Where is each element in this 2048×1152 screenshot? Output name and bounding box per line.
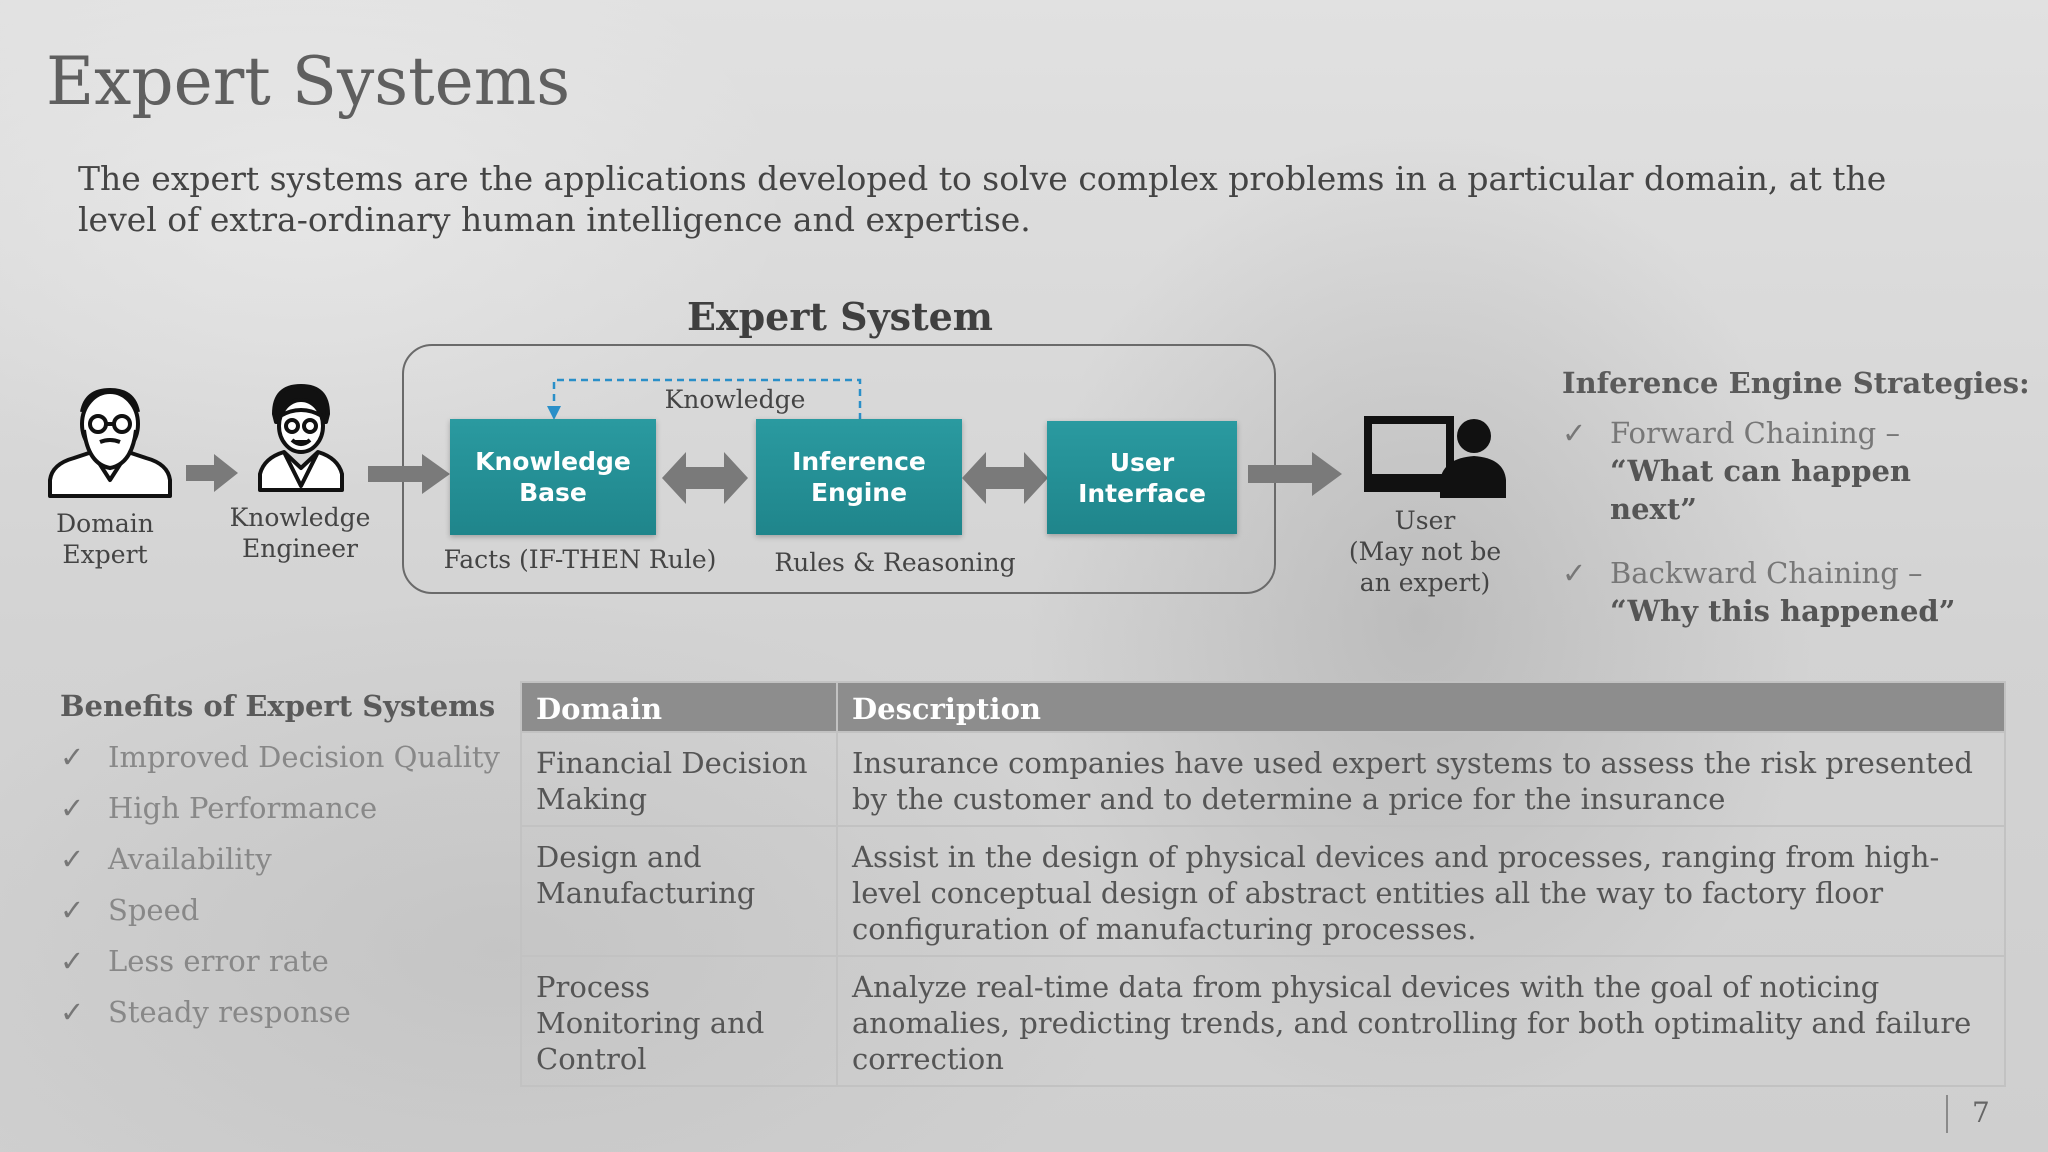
domain-cell: Design and Manufacturing <box>520 825 838 957</box>
description-cell: Insurance companies have used expert sys… <box>836 731 2006 827</box>
knowledge-base-label: Knowledge Base <box>475 447 631 507</box>
slide-title: Expert Systems <box>46 43 571 120</box>
knowledge-feedback-path <box>547 378 862 420</box>
strategies-list: ✓ Forward Chaining – “What can happen ne… <box>1562 414 2002 656</box>
description-cell: Analyze real-time data from physical dev… <box>836 955 2006 1087</box>
benefit-item: ✓ Improved Decision Quality <box>60 738 500 789</box>
benefit-text: Steady response <box>108 995 351 1029</box>
benefit-text: Less error rate <box>108 944 329 978</box>
strategy-name: Backward Chaining – <box>1610 556 1923 590</box>
table-row: Process Monitoring and Control Analyze r… <box>520 955 2006 1087</box>
strategy-quote: “What can happen next” <box>1610 454 1912 526</box>
inference-engine-box: Inference Engine <box>756 419 962 535</box>
user-label: User (May not be an expert) <box>1348 506 1502 597</box>
facts-caption: Facts (IF-THEN Rule) <box>443 545 717 574</box>
arrow-right-icon <box>186 454 238 492</box>
arrow-right-icon <box>1248 452 1342 496</box>
knowledge-engineer-label: Knowledge Engineer <box>229 503 371 563</box>
strategy-name: Forward Chaining – <box>1610 416 1900 450</box>
table-row: Design and Manufacturing Assist in the d… <box>520 825 2006 957</box>
benefit-item: ✓ High Performance <box>60 789 500 840</box>
check-icon: ✓ <box>60 995 85 1029</box>
applications-table: Domain Description Financial Decision Ma… <box>520 681 2006 1087</box>
domain-cell: Financial Decision Making <box>520 731 838 827</box>
benefits-list: ✓ Improved Decision Quality ✓ High Perform… <box>60 738 500 1044</box>
benefit-text: Availability <box>108 842 272 876</box>
strategy-item: ✓ Forward Chaining – “What can happen ne… <box>1562 414 2002 528</box>
benefit-item: ✓ Steady response <box>60 993 500 1044</box>
knowledge-base-box: Knowledge Base <box>450 419 656 535</box>
check-icon: ✓ <box>60 791 85 825</box>
check-icon: ✓ <box>60 842 85 876</box>
strategies-title: Inference Engine Strategies: <box>1562 366 2030 400</box>
benefit-item: ✓ Speed <box>60 891 500 942</box>
benefit-text: Speed <box>108 893 200 927</box>
knowledge-engineer-icon <box>258 384 344 492</box>
check-icon: ✓ <box>60 893 85 927</box>
benefit-item: ✓ Availability <box>60 840 500 891</box>
diagram-title: Expert System <box>686 294 994 339</box>
intro-paragraph: The expert systems are the applications … <box>78 159 1887 239</box>
benefits-title: Benefits of Expert Systems <box>60 689 496 723</box>
domain-cell: Process Monitoring and Control <box>520 955 838 1087</box>
bidirectional-arrow-icon <box>962 452 1048 504</box>
domain-expert-icon <box>48 388 172 498</box>
check-icon: ✓ <box>60 740 85 774</box>
user-interface-label: User Interface <box>1078 447 1206 508</box>
check-icon: ✓ <box>1562 556 1587 590</box>
feedback-caption: Knowledge <box>664 385 806 414</box>
benefit-text: High Performance <box>108 791 378 825</box>
check-icon: ✓ <box>60 944 85 978</box>
strategy-quote: “Why this happened” <box>1610 594 1956 628</box>
page-number-divider <box>1946 1095 1948 1133</box>
page-number: 7 <box>1972 1096 1990 1129</box>
bidirectional-arrow-icon <box>662 452 748 504</box>
domain-expert-label: Domain Expert <box>56 509 154 569</box>
column-header-domain: Domain <box>520 681 838 733</box>
table-row: Financial Decision Making Insurance comp… <box>520 731 2006 827</box>
arrow-right-icon <box>368 454 450 494</box>
benefit-text: Improved Decision Quality <box>108 740 500 774</box>
column-header-description: Description <box>836 681 2006 733</box>
inference-engine-label: Inference Engine <box>792 447 926 507</box>
check-icon: ✓ <box>1562 416 1587 450</box>
benefit-item: ✓ Less error rate <box>60 942 500 993</box>
user-computer-icon <box>1364 416 1506 498</box>
rules-caption: Rules & Reasoning <box>774 548 1016 577</box>
strategy-item: ✓ Backward Chaining – “Why this happened… <box>1562 554 2002 630</box>
user-interface-box: User Interface <box>1047 421 1237 534</box>
table-header-row: Domain Description <box>520 681 2006 733</box>
description-cell: Assist in the design of physical devices… <box>836 825 2006 957</box>
